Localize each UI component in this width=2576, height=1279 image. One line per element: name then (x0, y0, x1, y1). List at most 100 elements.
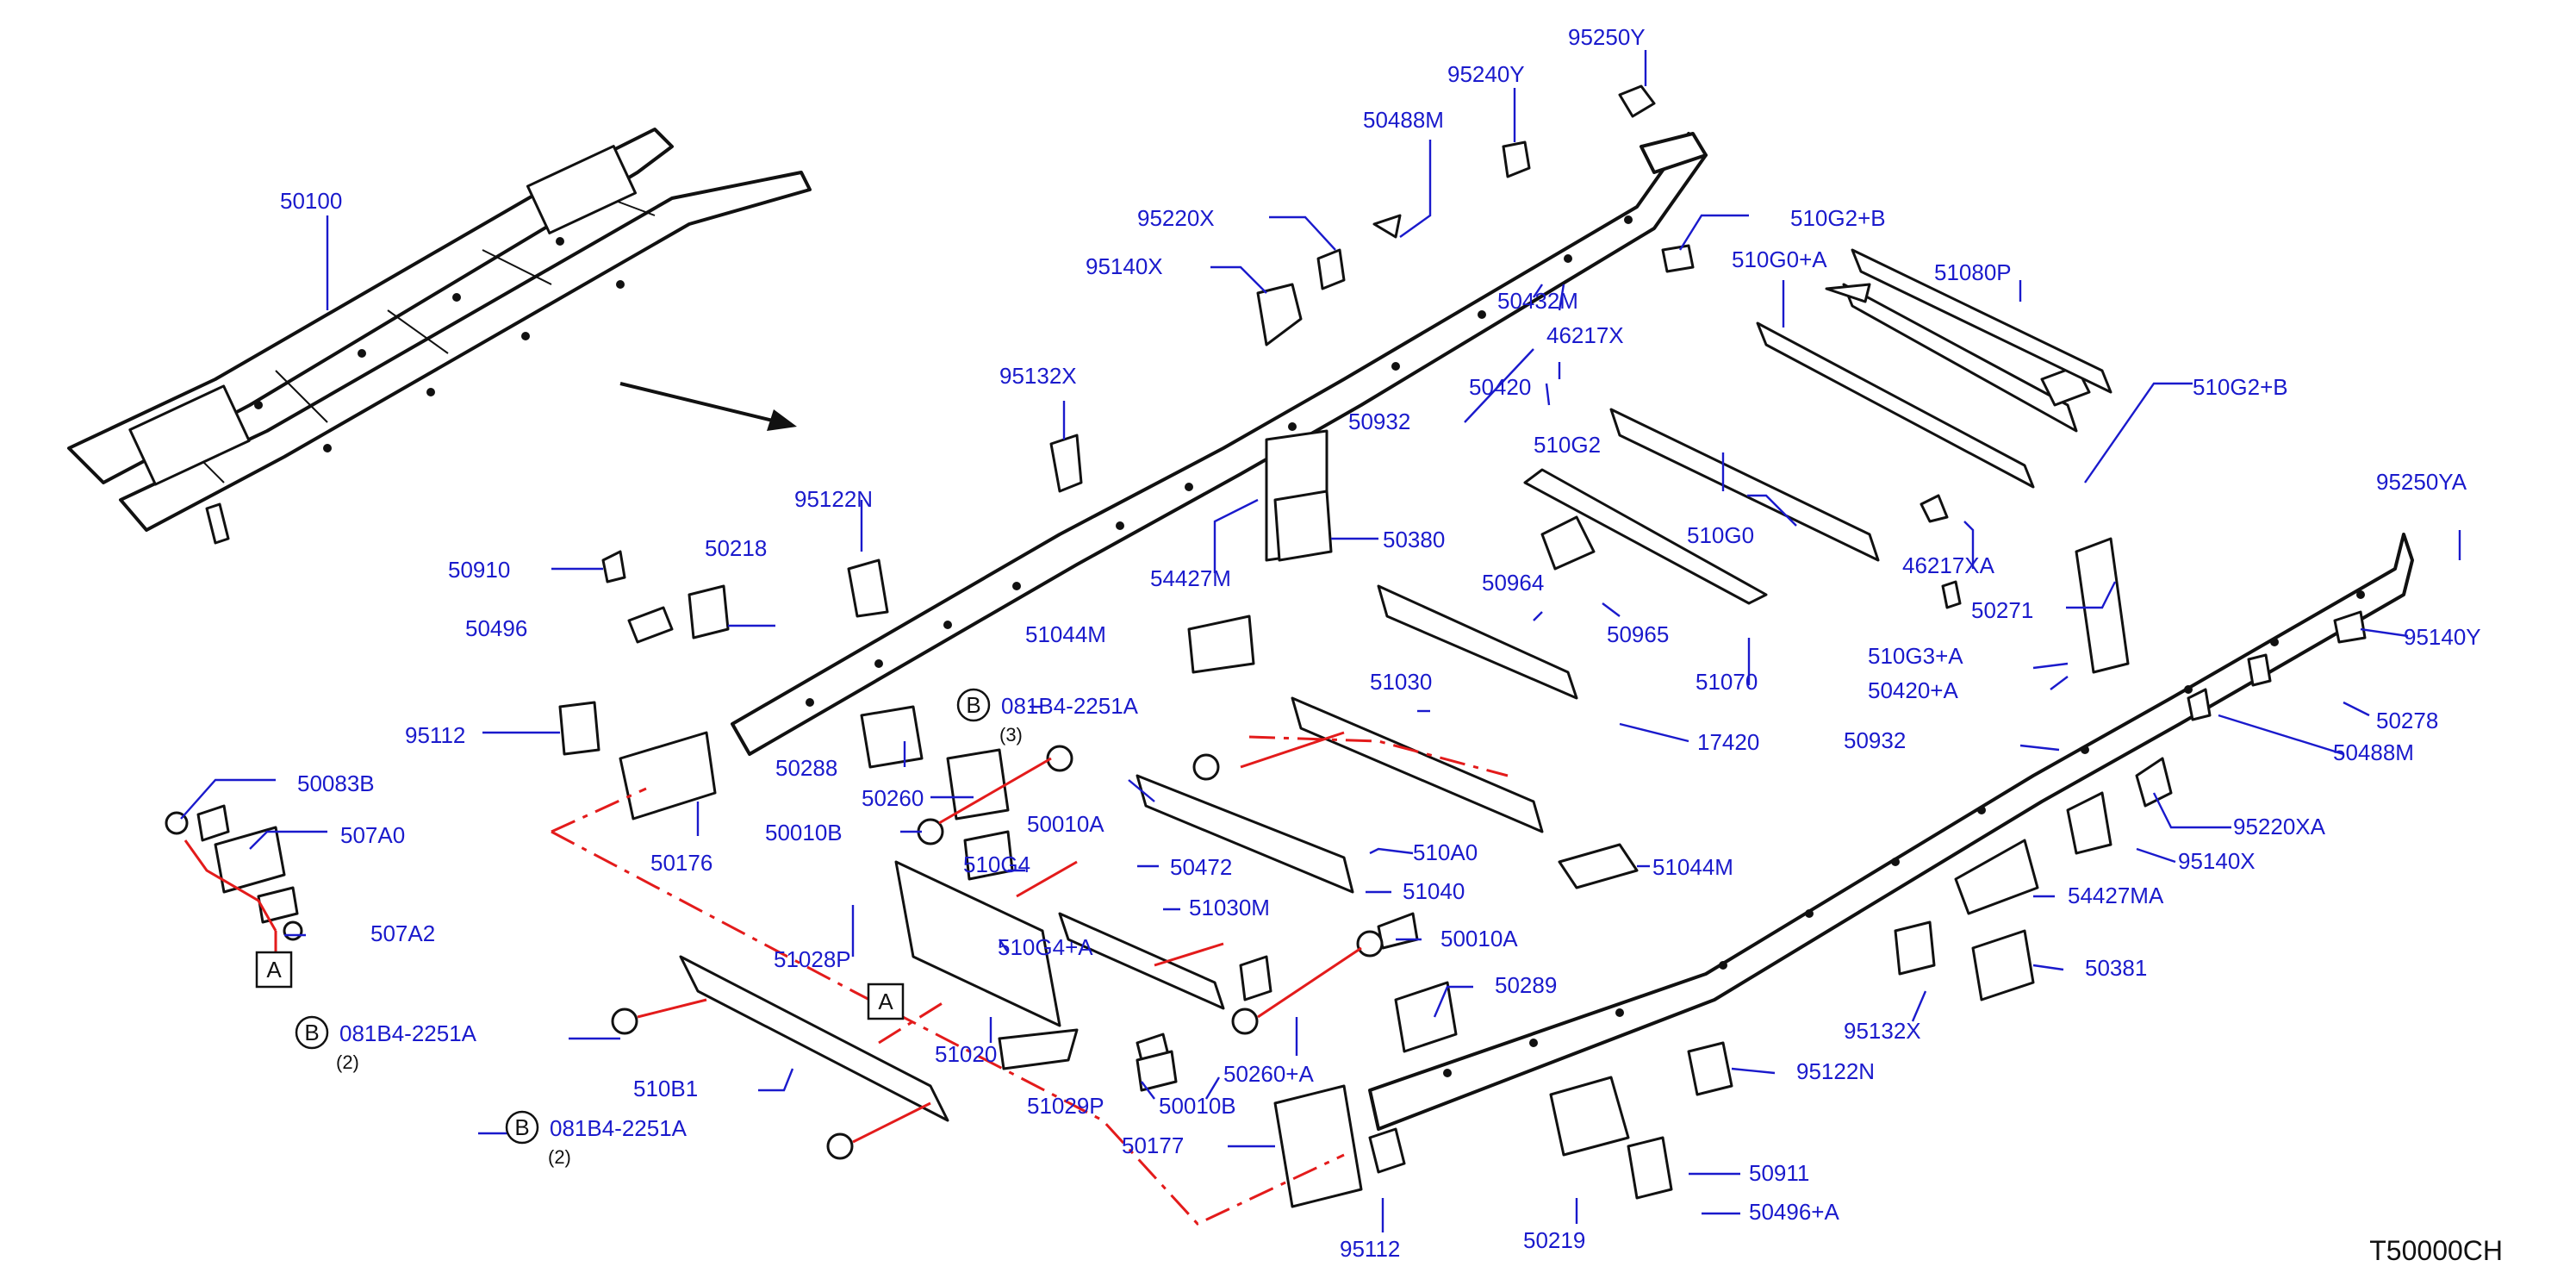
marker-a-text: A (266, 957, 282, 983)
cross-members (679, 283, 2078, 1122)
part-label: 50932 (1844, 727, 1906, 753)
part-label: 54427M (1150, 565, 1231, 591)
part-label: 95140Y (2404, 624, 2481, 650)
brackets (196, 84, 2367, 1208)
part-label: 54427MA (2068, 883, 2164, 908)
marker-a-1: A (255, 951, 293, 989)
part-label: 95140X (2178, 848, 2256, 874)
part-labels: 50100 95250Y 95240Y 50488M 95220X 95140X… (280, 24, 2481, 1262)
part-label: 51029P (1027, 1093, 1104, 1119)
leader-lines (180, 50, 2461, 1232)
part-label: 510B1 (633, 1076, 698, 1101)
part-label: 50010A (1440, 926, 1518, 951)
part-label: 50260+A (1223, 1061, 1314, 1087)
part-label: 50965 (1607, 621, 1669, 647)
part-label: 510G2+B (2193, 374, 2288, 400)
part-label: 50964 (1482, 570, 1544, 596)
part-label: 50177 (1122, 1132, 1184, 1158)
marker-b-1: B (956, 688, 991, 722)
part-label: 51020 (935, 1041, 997, 1067)
part-label: 50010B (1159, 1093, 1236, 1119)
part-label: 95250YA (2376, 469, 2467, 495)
part-label: 51030 (1370, 669, 1432, 695)
part-label: 51044M (1025, 621, 1106, 647)
part-label: 081B4-2251A (339, 1020, 477, 1046)
part-label: 50100 (280, 188, 342, 214)
part-label: 510G0+A (1732, 246, 1827, 272)
part-label: 17420 (1697, 729, 1759, 755)
marker-b-text: B (966, 692, 980, 718)
part-label: 95140X (1086, 253, 1163, 279)
part-label: 081B4-2251A (550, 1115, 688, 1141)
part-label: 50010A (1027, 811, 1104, 837)
part-label: 51040 (1403, 878, 1465, 904)
reference-lines (184, 731, 1509, 1226)
part-label: 50288 (775, 755, 837, 781)
marker-a-text: A (878, 989, 893, 1014)
part-label: 50472 (1170, 854, 1232, 880)
part-label: 46217XA (1902, 552, 1995, 578)
part-label: 081B4-2251A (1001, 693, 1139, 719)
marker-b-text: B (514, 1114, 529, 1140)
part-label: 50488M (1363, 107, 1444, 133)
part-label: 510A0 (1413, 839, 1478, 865)
part-label: 51028P (774, 946, 851, 972)
quantity-label: (3) (999, 724, 1023, 746)
part-label: 95122N (1796, 1058, 1875, 1084)
part-label: 510G4+A (998, 934, 1093, 960)
part-label: 50496 (465, 615, 527, 641)
part-label: 50278 (2376, 708, 2438, 733)
quantity-label: (2) (548, 1146, 571, 1168)
marker-b-text: B (304, 1020, 319, 1045)
part-label: 51070 (1696, 669, 1758, 695)
part-label: 50010B (765, 820, 843, 845)
part-label: 50381 (2085, 955, 2147, 981)
part-label: 50932 (1348, 409, 1410, 434)
part-label: 95250Y (1568, 24, 1646, 50)
part-label: 46217X (1546, 322, 1624, 348)
marker-b-2: B (295, 1015, 329, 1050)
diagram-code: T50000CH (2369, 1235, 2503, 1266)
bolts (165, 745, 1384, 1160)
part-label: 50911 (1749, 1160, 1809, 1186)
part-label: 50420 (1469, 374, 1531, 400)
part-label: 95132X (1844, 1018, 1921, 1044)
part-label: 50496+A (1749, 1199, 1839, 1225)
part-label: 510G0 (1687, 522, 1754, 548)
part-label: 510G2 (1534, 432, 1601, 458)
part-label: 50260 (862, 785, 924, 811)
part-label: 50432M (1497, 288, 1578, 314)
part-label: 95220XA (2233, 814, 2326, 839)
part-label: 507A2 (370, 920, 435, 946)
part-label: 50083B (297, 771, 375, 796)
part-label: 95112 (1340, 1236, 1400, 1262)
part-label: 510G2+B (1790, 205, 1886, 231)
part-label: 510G3+A (1868, 643, 1963, 669)
part-label: 50176 (650, 850, 712, 876)
left-frame-rail (731, 132, 1708, 756)
part-label: 51030M (1189, 895, 1270, 920)
arrow-indicator (619, 382, 797, 431)
part-label: 50219 (1523, 1227, 1585, 1253)
part-label: 50488M (2333, 739, 2414, 765)
part-label: 95112 (405, 722, 465, 748)
part-label: 51080P (1934, 259, 2012, 285)
overview-frame-illustration (67, 128, 812, 545)
part-label: 50910 (448, 557, 510, 583)
part-label: 50218 (705, 535, 767, 561)
part-label: 50420+A (1868, 677, 1958, 703)
right-frame-rail (1368, 533, 2414, 1131)
part-label: 50271 (1971, 597, 2033, 623)
part-label: 51044M (1652, 854, 1733, 880)
part-label: 95220X (1137, 205, 1215, 231)
marker-a-2: A (867, 983, 905, 1020)
part-label: 507A0 (340, 822, 405, 848)
part-label: 95132X (999, 363, 1077, 389)
part-label: 510G4 (963, 852, 1030, 877)
part-label: 95122N (794, 486, 873, 512)
marker-b-3: B (505, 1110, 539, 1145)
part-label: 50380 (1383, 527, 1445, 552)
quantity-label: (2) (336, 1051, 359, 1073)
part-label: 95240Y (1447, 61, 1525, 87)
